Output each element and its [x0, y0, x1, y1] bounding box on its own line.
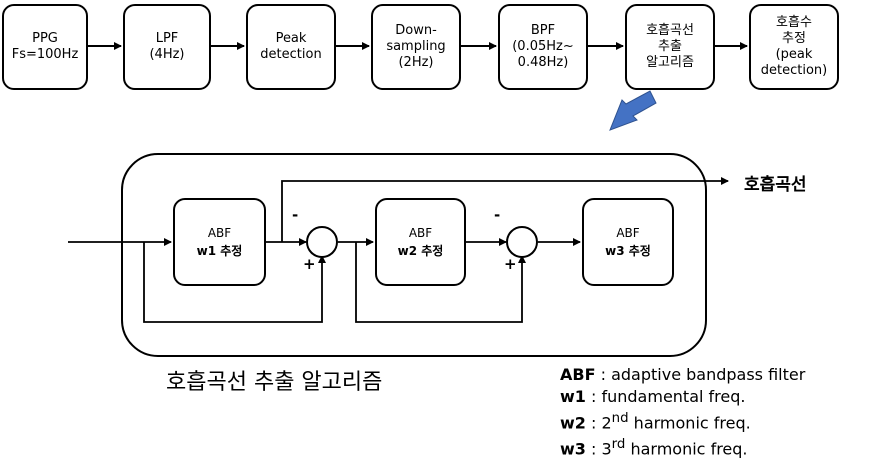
- block-lpf: LPF (4Hz): [123, 4, 211, 90]
- abf-subtitle: w2 추정: [397, 244, 444, 258]
- summing-junction-2: [506, 226, 538, 258]
- block-ppg: PPG Fs=100Hz: [2, 4, 88, 90]
- block-bpf: BPF (0.05Hz~ 0.48Hz): [498, 4, 588, 90]
- legend-row-abf: ABF : adaptive bandpass filter: [560, 364, 805, 386]
- abf-block-w1: ABF w1 추정: [173, 198, 266, 286]
- abf-subtitle: w3 추정: [605, 244, 651, 258]
- legend-row-w3: w3 : 3rd harmonic freq.: [560, 434, 805, 460]
- legend-desc: adaptive bandpass filter: [611, 365, 806, 384]
- abf-block-w3: ABF w3 추정: [582, 198, 674, 286]
- legend-sep: :: [585, 387, 602, 406]
- legend-sep: :: [585, 439, 602, 459]
- block-rate-estimation: 호흡수 추정 (peak detection): [749, 4, 839, 90]
- legend-sep: :: [595, 365, 612, 384]
- plus-sign-1: +: [303, 255, 316, 273]
- legend-desc: harmonic freq.: [625, 439, 748, 459]
- legend-ordinal-suffix: nd: [611, 411, 629, 426]
- algorithm-caption: 호흡곡선 추출 알고리즘: [166, 370, 383, 395]
- bypass-line-2: [355, 242, 526, 323]
- legend-row-w2: w2 : 2nd harmonic freq.: [560, 408, 805, 434]
- minus-sign-1: -: [292, 206, 299, 224]
- legend-term: ABF: [560, 365, 596, 384]
- abf-title: ABF: [408, 226, 433, 240]
- block-downsampling: Down- sampling (2Hz): [371, 4, 461, 90]
- bypass-line-1: [143, 242, 326, 323]
- abf-title: ABF: [616, 226, 640, 240]
- legend-desc: fundamental freq.: [601, 387, 746, 406]
- output-label: 호흡곡선: [744, 175, 807, 195]
- summing-junction-1: [306, 226, 338, 258]
- legend-term: w2: [560, 413, 586, 433]
- block-extraction-algorithm: 호흡곡선 추출 알고리즘: [625, 4, 715, 90]
- minus-sign-2: -: [494, 206, 501, 224]
- output-arrow: [281, 177, 729, 242]
- abf-title: ABF: [207, 226, 232, 240]
- plus-sign-2: +: [504, 255, 517, 273]
- zoom-arrow-icon: [609, 90, 657, 131]
- legend-term: w3: [560, 439, 586, 459]
- legend: ABF : adaptive bandpass filter w1 : fund…: [560, 364, 805, 461]
- block-peak-detection: Peak detection: [246, 4, 336, 90]
- legend-sep: :: [585, 413, 602, 433]
- abf-block-w2: ABF w2 추정: [375, 198, 466, 286]
- legend-row-w1: w1 : fundamental freq.: [560, 386, 805, 408]
- legend-ordinal: 3: [601, 439, 612, 459]
- legend-ordinal-suffix: rd: [611, 437, 626, 453]
- legend-desc: harmonic freq.: [628, 413, 751, 433]
- abf-subtitle: w1 추정: [196, 244, 243, 258]
- algorithm-container: [121, 153, 707, 357]
- legend-ordinal: 2: [601, 413, 612, 433]
- legend-term: w1: [560, 387, 586, 406]
